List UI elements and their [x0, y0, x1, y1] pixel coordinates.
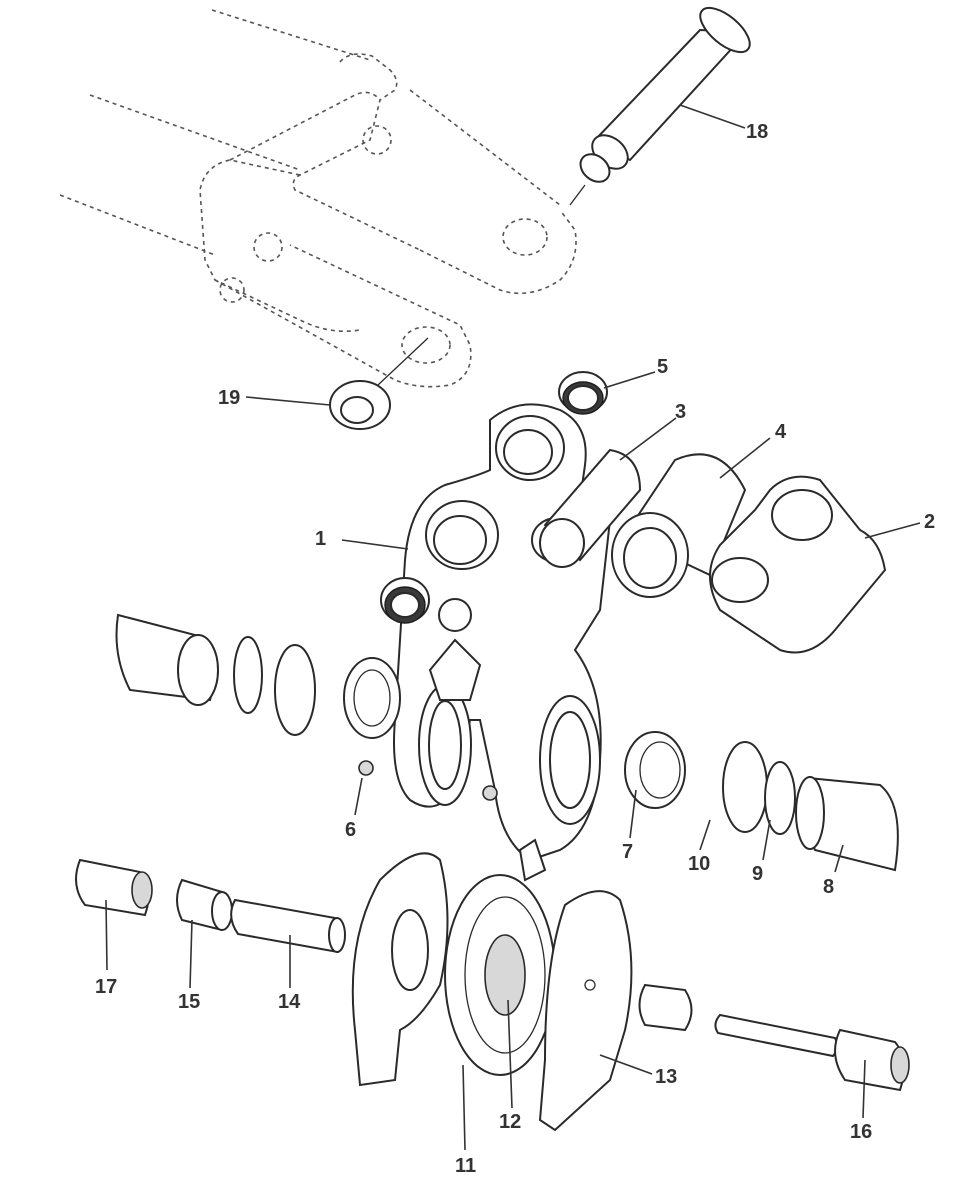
part-10-snap-ring: [722, 741, 768, 833]
part-7-bearing: [624, 731, 686, 809]
callout-9: 9: [752, 863, 763, 885]
callout-11: 11: [455, 1155, 476, 1177]
part-2-link-plate: [709, 475, 887, 654]
callout-7: 7: [622, 841, 633, 863]
callout-12: 12: [499, 1111, 521, 1133]
callout-3: 3: [675, 401, 686, 423]
part-19-washer: [329, 337, 429, 430]
boom-arm-phantom: [59, 9, 577, 388]
part-13-plate: [538, 890, 633, 1132]
callout-1: 1: [315, 528, 326, 550]
part-14-pin: [230, 898, 346, 954]
part-1-bracket: [380, 403, 612, 862]
callout-labels: 1 2 3 4 5 6 7 8 9 10 11 12 13 14 15 16 1…: [95, 121, 935, 1177]
part-4-sleeve: [611, 453, 747, 598]
part-12-gear-disc: [444, 838, 556, 1076]
part-17-threaded-cap: [75, 858, 153, 917]
left-shaft-group: [115, 613, 401, 739]
part-11-plate: [351, 852, 449, 1087]
callout-4: 4: [775, 421, 787, 443]
callout-18: 18: [746, 121, 768, 143]
callout-19: 19: [218, 387, 240, 409]
callout-8: 8: [823, 876, 834, 898]
part-5-bushing: [558, 371, 608, 415]
callout-14: 14: [278, 991, 301, 1013]
callout-2: 2: [924, 511, 935, 533]
part-15-spacer: [176, 878, 233, 932]
callout-10: 10: [688, 853, 710, 875]
callout-17: 17: [95, 976, 117, 998]
part-8-shaft: [795, 776, 899, 872]
callout-5: 5: [657, 356, 668, 378]
callout-13: 13: [655, 1066, 677, 1088]
part-13b-bushing: [638, 983, 693, 1032]
part-18-pin: [569, 6, 751, 206]
part-9-ring: [764, 761, 796, 835]
callout-15: 15: [178, 991, 200, 1013]
part-3-tube: [539, 448, 642, 568]
callout-6: 6: [345, 819, 356, 841]
part-6-nuts: [358, 760, 498, 801]
leader-lines: [105, 104, 921, 1151]
callout-16: 16: [850, 1121, 872, 1143]
part-16-threaded-pin: [714, 1013, 910, 1092]
